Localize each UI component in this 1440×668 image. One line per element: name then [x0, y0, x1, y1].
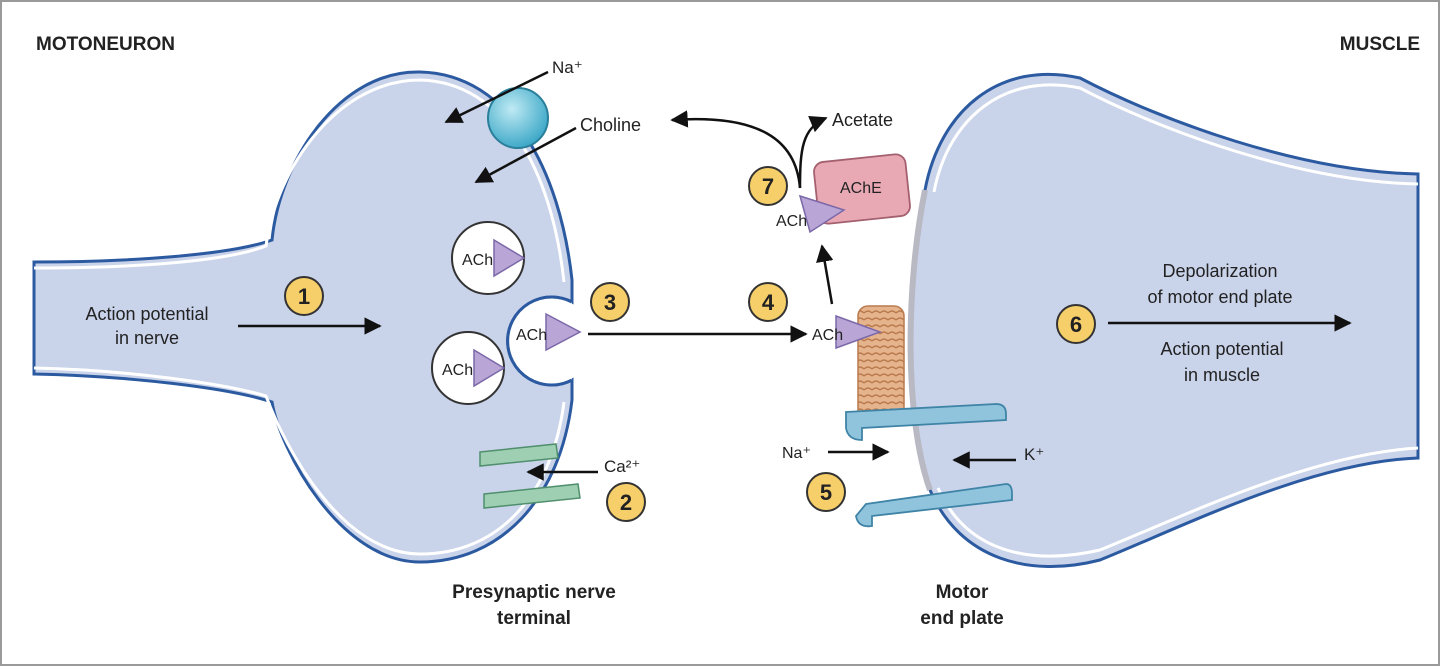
motoneuron-label: MOTONEURON: [36, 34, 175, 55]
neuron-membrane-inner-bottom: [33, 366, 566, 556]
choline-release-arrow: [670, 110, 802, 189]
acetate-release-arrow: [798, 115, 828, 189]
step-badge-2: 2: [606, 482, 646, 522]
presynaptic-label-1: Presynaptic nerve: [452, 582, 616, 603]
vesicle-2: [431, 331, 506, 405]
na-top-label: Na⁺: [552, 58, 583, 77]
na-uptake-arrow: [444, 70, 549, 124]
step-badge-1: 1: [284, 276, 324, 316]
bound-ach-triangle: [835, 314, 883, 350]
ache-label: AChE: [840, 180, 882, 197]
k-channel-label: K⁺: [1024, 445, 1044, 464]
ach-to-ache-arrow: [816, 244, 834, 305]
motor-end-plate-label-2: end plate: [920, 608, 1003, 629]
step-number-2: 2: [620, 490, 632, 515]
vesicle-1: [451, 221, 526, 295]
choline-label: Choline: [580, 115, 641, 135]
end-plate-membrane: [907, 189, 933, 492]
depolarization-label-1: Depolarization: [1162, 261, 1277, 281]
fusing-vesicle: [506, 295, 582, 387]
choline-uptake-arrow: [474, 126, 577, 184]
ion-channel-end-plate: [845, 403, 1013, 528]
vesicle-2-ach-label: ACh: [442, 362, 473, 379]
depolarization-label-2: of motor end plate: [1147, 287, 1292, 307]
nerve-ap-label-1: Action potential: [85, 304, 208, 324]
calcium-channel: [479, 443, 581, 509]
step-badge-5: 5: [806, 472, 846, 512]
ach-receptor: [857, 305, 905, 421]
presynaptic-label-2: terminal: [497, 608, 571, 629]
muscle-fiber: [907, 72, 1420, 568]
muscle-membrane-inner-top: [932, 83, 1419, 193]
ache-enzyme: [813, 153, 911, 225]
step-number-7: 7: [762, 174, 774, 199]
step-number-6: 6: [1070, 312, 1082, 337]
step-badge-6: 6: [1056, 304, 1096, 344]
nerve-ap-label-2: in nerve: [115, 328, 179, 348]
muscle-ap-label-2: in muscle: [1184, 365, 1260, 385]
muscle-membrane-inner-bottom: [936, 446, 1419, 558]
step-number-4: 4: [762, 290, 775, 315]
receptor-ach-label: ACh: [812, 327, 843, 344]
hydrolysis-ach-label: ACh: [776, 213, 807, 230]
ach-on-ache-triangle: [798, 194, 846, 234]
step-badge-4: 4: [748, 282, 788, 322]
fusing-vesicle-ach-label: ACh: [516, 327, 547, 344]
muscle-ap-label-1: Action potential: [1160, 339, 1283, 359]
vesicle-1-ach-label: ACh: [462, 252, 493, 269]
step-number-1: 1: [298, 284, 310, 309]
na-channel-label: Na⁺: [782, 445, 811, 462]
motor-end-plate-label-1: Motor: [936, 582, 989, 603]
acetate-label: Acetate: [832, 110, 893, 130]
step-badge-7: 7: [748, 166, 788, 206]
step-number-3: 3: [604, 290, 616, 315]
calcium-label: Ca²⁺: [604, 457, 640, 476]
step-number-5: 5: [820, 480, 832, 505]
muscle-label: MUSCLE: [1340, 34, 1420, 55]
step-badge-3: 3: [590, 282, 630, 322]
